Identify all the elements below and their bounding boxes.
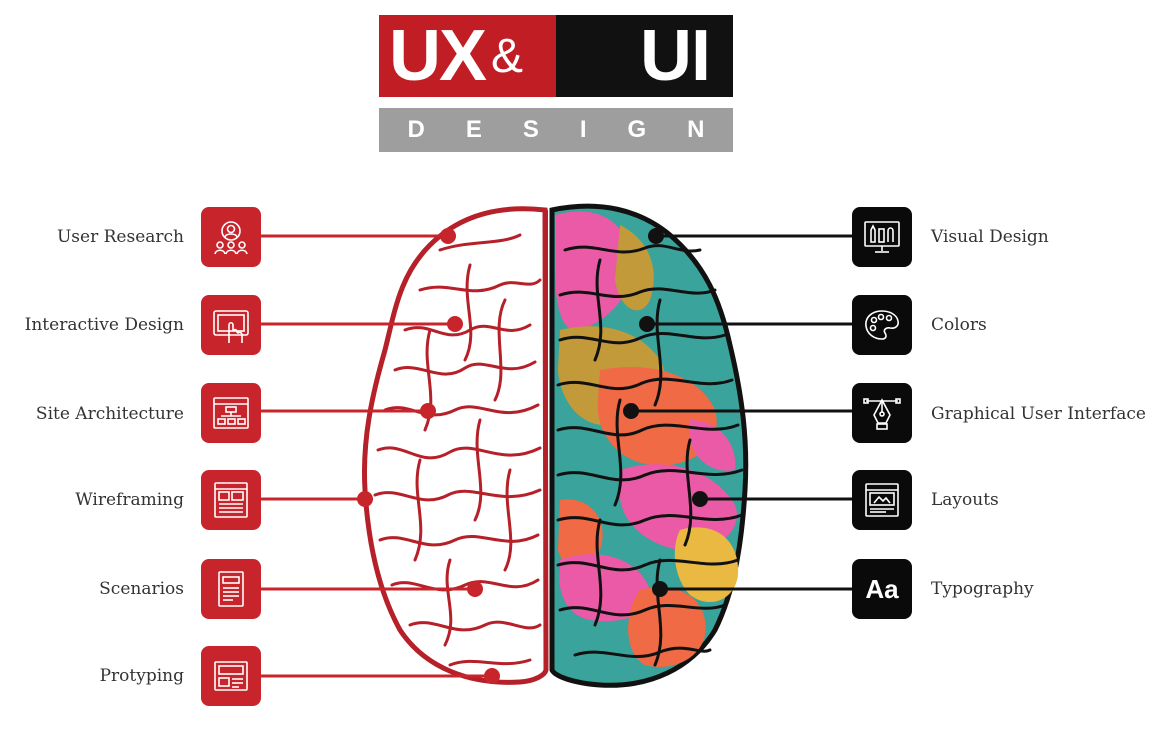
label-colors: Colors [931, 315, 987, 335]
layout-icon-box [852, 470, 912, 530]
user-research-icon [214, 221, 248, 255]
logo-letter: E [465, 116, 482, 143]
label-wireframing: Wireframing [75, 490, 184, 510]
logo-letter: N [687, 116, 705, 143]
logo-letter: S [522, 116, 539, 143]
logo-design-bar: D E S I G N [379, 108, 733, 152]
label-visual-design: Visual Design [931, 227, 1049, 247]
label-interactive-design: Interactive Design [24, 315, 184, 335]
wireframe-icon [214, 482, 248, 518]
left-hemisphere [362, 206, 549, 685]
palette-icon-box [852, 295, 912, 355]
logo-letter: D [407, 116, 425, 143]
logo-letter: I [579, 116, 587, 143]
right-connectors [623, 228, 852, 597]
label-site-architecture: Site Architecture [35, 404, 184, 424]
logo-ux-block: UX & [379, 15, 556, 97]
sitemap-icon-box [201, 383, 261, 443]
prototype-icon [214, 661, 248, 691]
label-protyping: Protyping [99, 666, 184, 686]
label-typography: Typography [931, 579, 1034, 599]
palette-icon [865, 310, 899, 340]
typography-icon: Aa [865, 573, 899, 604]
logo-letter: G [627, 116, 647, 143]
typography-icon-box: Aa [852, 559, 912, 619]
logo-ampersand: & [491, 29, 524, 83]
logo: UX & UI [379, 15, 733, 97]
layout-icon [865, 483, 899, 517]
label-layouts: Layouts [931, 490, 999, 510]
left-connectors [260, 228, 500, 684]
touch-tablet-icon-box [201, 295, 261, 355]
logo-ux-text: UX [389, 16, 487, 96]
sitemap-icon [213, 397, 249, 429]
pen-tool-icon-box [852, 383, 912, 443]
wireframe-icon-box [201, 470, 261, 530]
visual-design-icon [864, 221, 900, 253]
label-scenarios: Scenarios [99, 579, 184, 599]
scenario-document-icon [218, 571, 244, 607]
pen-tool-icon [863, 398, 901, 430]
prototype-icon-box [201, 646, 261, 706]
label-user-research: User Research [56, 227, 184, 247]
visual-design-icon-box [852, 207, 912, 267]
right-hemisphere [549, 203, 749, 688]
touch-tablet-icon [213, 310, 249, 343]
scenario-document-icon-box [201, 559, 261, 619]
logo-ui-block: UI [556, 15, 733, 97]
user-research-icon-box [201, 207, 261, 267]
label-graphical-user-interface: Graphical User Interface [931, 404, 1146, 424]
logo-ui-text: UI [640, 16, 711, 96]
